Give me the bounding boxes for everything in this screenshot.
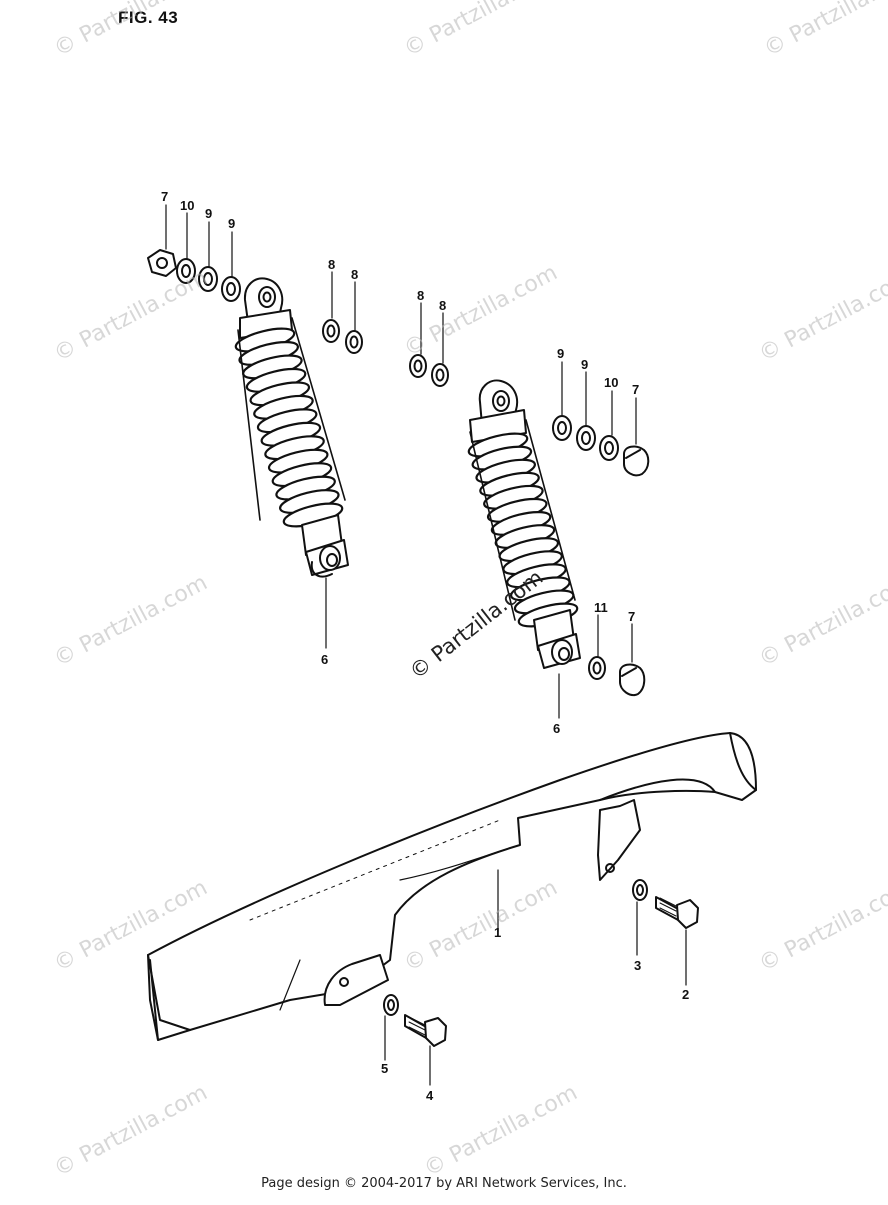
callout-6: 6 [553,721,560,736]
callout-10: 10 [604,375,618,390]
callout-9: 9 [557,346,564,361]
leader-lines [165,204,687,1086]
right-washer-9a[interactable] [552,415,572,441]
callout-2: 2 [682,987,689,1002]
left-washer-8b[interactable] [345,330,363,354]
callout-8: 8 [417,288,424,303]
figure-title: FIG. 43 [118,8,179,27]
left-washer-8a[interactable] [322,319,340,343]
right-washer-8a[interactable] [409,354,427,378]
left-shock-absorber[interactable] [234,277,349,578]
callout-4: 4 [426,1088,434,1103]
callout-8: 8 [328,257,335,272]
left-washer-10[interactable] [176,258,196,284]
right-washer-11[interactable] [588,656,606,680]
washer-5[interactable] [383,994,399,1016]
callout-9: 9 [581,357,588,372]
left-cap-nut[interactable] [147,249,177,277]
callout-8: 8 [351,267,358,282]
footer-copyright: Page design © 2004-2017 by ARI Network S… [261,1176,627,1191]
right-washer-8b[interactable] [431,363,449,387]
right-washer-10[interactable] [599,435,619,461]
right-washer-9b[interactable] [576,425,596,451]
right-shock-absorber[interactable] [467,379,581,669]
callouts: 7 10 9 9 8 8 8 8 9 9 10 7 6 11 7 6 3 2 5… [161,189,689,1103]
chain-guard[interactable] [147,732,757,1041]
washer-3[interactable] [632,879,648,901]
callout-7: 7 [632,382,639,397]
callout-1: 1 [494,925,502,940]
right-lower-cap-nut[interactable] [619,663,646,696]
bolt-2[interactable] [655,896,699,929]
callout-7: 7 [161,189,168,204]
callout-5: 5 [381,1061,388,1076]
callout-10: 10 [180,198,194,213]
right-cap-nut[interactable] [623,445,650,477]
left-washer-9a[interactable] [198,266,218,292]
callout-3: 3 [634,958,641,973]
callout-11: 11 [594,600,608,615]
callout-9: 9 [228,216,235,231]
callout-9: 9 [205,206,212,221]
callout-6: 6 [321,652,328,667]
bolt-4[interactable] [404,1014,447,1047]
left-washer-9b[interactable] [221,276,241,302]
callout-7: 7 [628,609,635,624]
callout-8: 8 [439,298,446,313]
